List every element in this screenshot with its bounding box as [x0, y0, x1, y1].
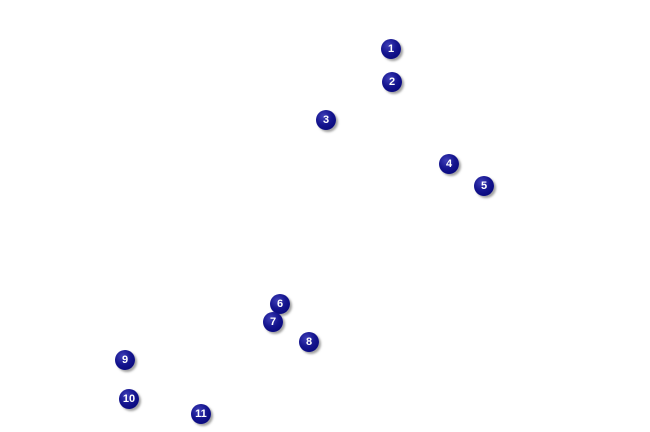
- map-marker-7[interactable]: 7: [263, 312, 283, 332]
- map-marker-3[interactable]: 3: [316, 110, 336, 130]
- marker-label: 4: [445, 157, 453, 170]
- marker-label: 9: [121, 353, 129, 366]
- marker-label: 8: [305, 335, 313, 348]
- marker-label: 1: [387, 42, 395, 55]
- marker-label: 2: [388, 75, 396, 88]
- marker-label: 3: [322, 113, 330, 126]
- map-marker-8[interactable]: 8: [299, 332, 319, 352]
- map-marker-5[interactable]: 5: [474, 176, 494, 196]
- map-marker-1[interactable]: 1: [381, 39, 401, 59]
- marker-label: 7: [269, 315, 277, 328]
- map-marker-9[interactable]: 9: [115, 350, 135, 370]
- map-marker-10[interactable]: 10: [119, 389, 139, 409]
- marker-label: 11: [195, 407, 207, 420]
- marker-label: 5: [480, 179, 488, 192]
- map-marker-11[interactable]: 11: [191, 404, 211, 424]
- map-marker-6[interactable]: 6: [270, 294, 290, 314]
- map-marker-2[interactable]: 2: [382, 72, 402, 92]
- marker-label: 6: [276, 297, 284, 310]
- marker-label: 10: [122, 392, 136, 405]
- map-marker-4[interactable]: 4: [439, 154, 459, 174]
